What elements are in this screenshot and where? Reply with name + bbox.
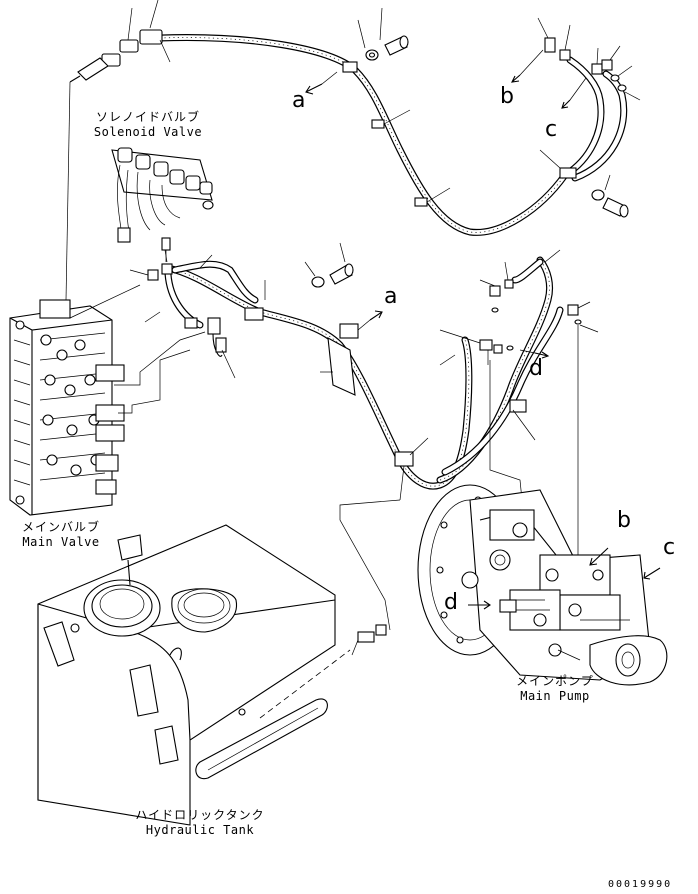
top-left-fittings xyxy=(69,0,171,83)
connection-letter-b-pump: b xyxy=(617,508,631,533)
top-right-fittings xyxy=(511,17,641,109)
main-pump-drawing xyxy=(417,484,668,686)
middle-clamps xyxy=(244,280,536,501)
part-code: 00019990 xyxy=(608,879,673,890)
top-bolt xyxy=(305,7,409,95)
connection-letter-c-pump: c xyxy=(663,535,676,560)
connection-letter-b-top: b xyxy=(500,84,514,109)
middle-hoses xyxy=(164,256,564,490)
connection-letter-d-middle: d xyxy=(529,356,543,381)
lead-lines xyxy=(65,81,579,631)
main-valve-label-en: Main Valve xyxy=(22,535,100,549)
main-valve-label-jp: メインバルブ xyxy=(21,520,100,534)
solenoid-valve-label-en: Solenoid Valve xyxy=(93,125,203,139)
top-right-bolt xyxy=(591,174,629,218)
left-middle-fittings xyxy=(129,249,236,379)
hydraulic-tank-drawing xyxy=(37,524,387,826)
main-valve-label: メインバルブ Main Valve xyxy=(8,518,114,549)
middle-bolt xyxy=(304,242,354,288)
solenoid-valve-label: ソレノイドバルブ Solenoid Valve xyxy=(88,108,208,139)
hydraulic-tank-label: ハイドロリックタンク Hydraulic Tank xyxy=(120,806,280,837)
hydraulic-tank-label-en: Hydraulic Tank xyxy=(145,823,255,837)
main-pump-label-jp: メインポンプ xyxy=(516,674,594,688)
main-valve-drawing xyxy=(9,299,206,516)
hydraulic-tank-label-jp: ハイドロリックタンク xyxy=(135,808,265,822)
solenoid-valve-drawing xyxy=(111,147,214,262)
main-pump-label: メインポンプ Main Pump xyxy=(500,672,610,703)
connection-letter-c-top: c xyxy=(545,117,558,142)
top-hose-clamps xyxy=(371,109,577,207)
connection-letter-a-top: a xyxy=(292,88,306,113)
right-middle-fittings xyxy=(439,249,599,366)
connection-letter-a-middle: a xyxy=(384,284,398,309)
connection-letter-d-pump: d xyxy=(444,590,458,615)
top-hose xyxy=(156,34,569,236)
solenoid-valve-label-jp: ソレノイドバルブ xyxy=(95,110,200,124)
main-pump-label-en: Main Pump xyxy=(520,689,590,703)
